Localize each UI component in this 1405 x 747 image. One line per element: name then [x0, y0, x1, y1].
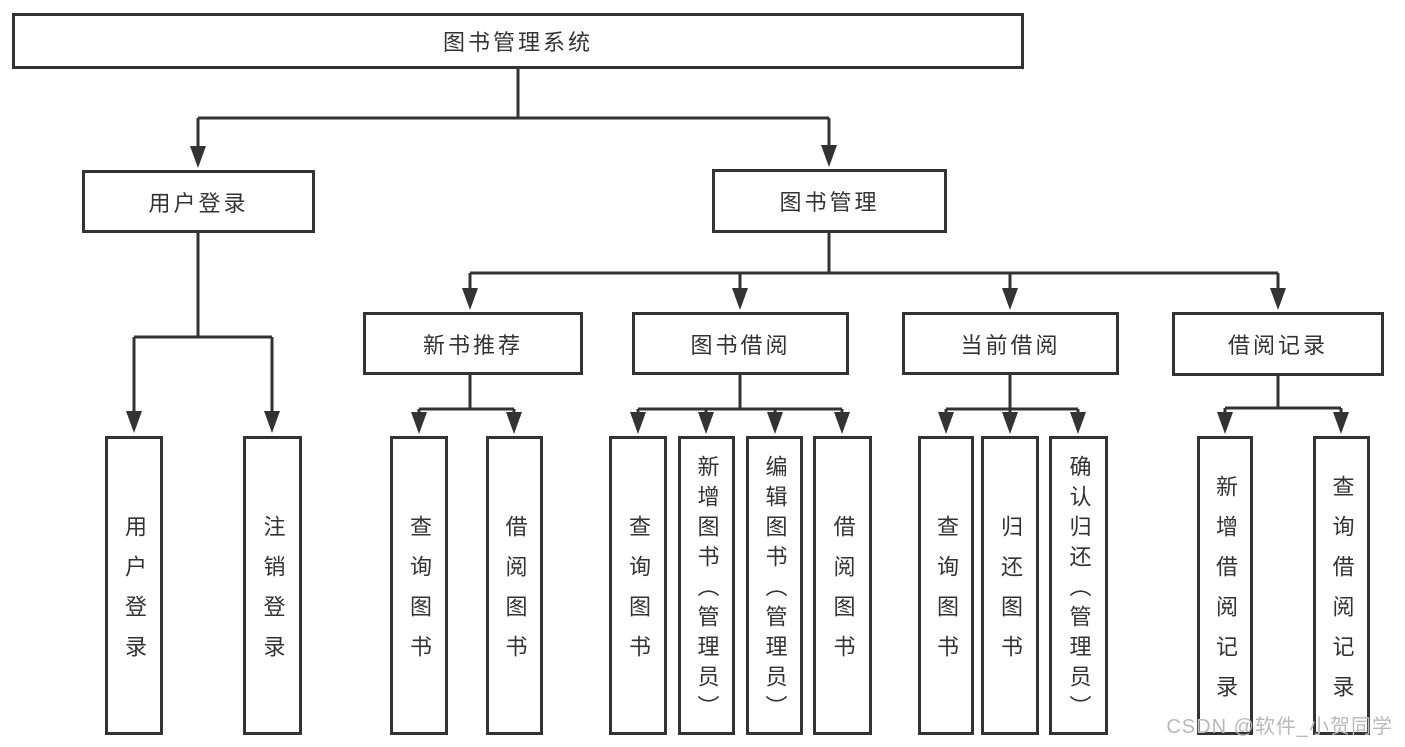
leaf-query-books-recommend: 查询图书 — [390, 436, 448, 735]
leaf-borrow-books-borrowing: 借阅图书 — [813, 436, 872, 735]
leaf-add-books-admin-label: 新增图书（管理员） — [694, 454, 720, 725]
leaf-logout-label: 注销登录 — [260, 514, 286, 675]
node-user-login: 用户登录 — [82, 170, 315, 233]
leaf-logout: 注销登录 — [243, 436, 302, 735]
leaf-query-books-borrowing: 查询图书 — [609, 436, 667, 735]
leaf-confirm-return-admin-label: 确认归还（管理员） — [1066, 454, 1092, 725]
node-new-book-recommend: 新书推荐 — [363, 312, 583, 375]
leaf-query-books-recommend-label: 查询图书 — [407, 514, 432, 675]
leaf-query-borrow-record: 查询借阅记录 — [1313, 436, 1370, 735]
leaf-query-borrow-record-label: 查询借阅记录 — [1329, 474, 1355, 715]
leaf-query-books-current-label: 查询图书 — [934, 514, 959, 675]
leaf-confirm-return-admin: 确认归还（管理员） — [1049, 436, 1108, 735]
node-borrowing-records-label: 借阅记录 — [1227, 333, 1328, 358]
leaf-return-books-label: 归还图书 — [998, 514, 1023, 675]
leaf-add-borrow-record-label: 新增借阅记录 — [1213, 474, 1238, 715]
leaf-edit-books-admin: 编辑图书（管理员） — [746, 436, 803, 735]
node-new-book-recommend-label: 新书推荐 — [422, 332, 523, 358]
node-book-borrowing-label: 图书借阅 — [690, 332, 791, 358]
node-current-borrowing: 当前借阅 — [902, 312, 1119, 375]
node-root-label: 图书管理系统 — [442, 30, 593, 55]
leaf-borrow-books-recommend: 借阅图书 — [486, 436, 543, 735]
leaf-edit-books-admin-label: 编辑图书（管理员） — [762, 454, 788, 725]
node-borrowing-records: 借阅记录 — [1172, 312, 1384, 376]
leaf-user-login: 用户登录 — [105, 436, 163, 735]
leaf-query-books-current: 查询图书 — [918, 436, 974, 735]
node-user-login-label: 用户登录 — [148, 190, 249, 216]
leaf-borrow-books-recommend-label: 借阅图书 — [502, 514, 528, 675]
node-current-borrowing-label: 当前借阅 — [960, 332, 1061, 358]
leaf-return-books: 归还图书 — [981, 436, 1039, 735]
leaf-user-login-label: 用户登录 — [122, 514, 147, 675]
node-book-borrowing: 图书借阅 — [632, 312, 849, 375]
node-root: 图书管理系统 — [12, 13, 1024, 69]
leaf-query-books-borrowing-label: 查询图书 — [626, 514, 651, 675]
leaf-borrow-books-borrowing-label: 借阅图书 — [830, 514, 856, 675]
leaf-add-books-admin: 新增图书（管理员） — [678, 436, 735, 735]
leaf-add-borrow-record: 新增借阅记录 — [1197, 436, 1253, 735]
node-book-management: 图书管理 — [712, 169, 947, 233]
node-book-management-label: 图书管理 — [779, 190, 880, 215]
csdn-watermark: CSDN @软件_小贺同学 — [1166, 716, 1393, 738]
